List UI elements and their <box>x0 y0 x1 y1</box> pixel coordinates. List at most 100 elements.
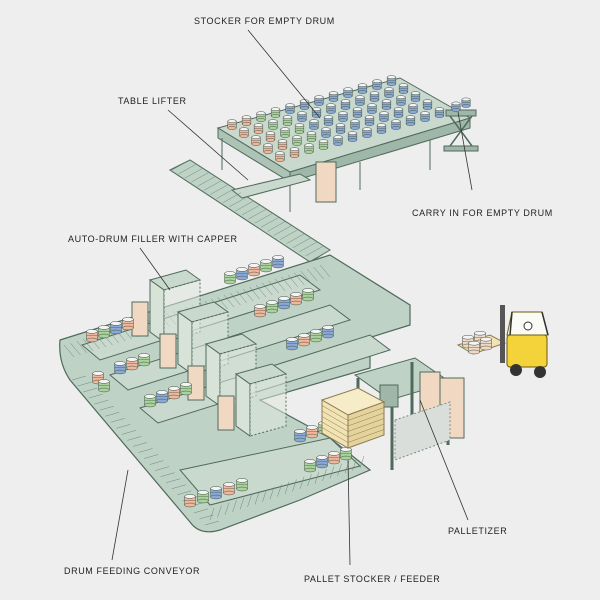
drum <box>480 336 492 351</box>
drum <box>285 103 295 114</box>
roller <box>171 484 186 489</box>
pallet-layer <box>321 427 349 443</box>
drum-bottom <box>306 433 318 439</box>
drum-bottom <box>328 459 340 465</box>
drum-bottom <box>138 361 150 367</box>
drum-top <box>180 382 192 387</box>
drum-top <box>316 455 328 460</box>
drum <box>227 119 237 130</box>
drum-top <box>265 131 276 135</box>
drum <box>270 107 281 118</box>
roller <box>322 468 327 482</box>
drum-bottom <box>350 126 360 130</box>
drum-bottom <box>314 102 324 106</box>
drum <box>304 459 316 473</box>
drum-top <box>408 103 418 107</box>
drum-bottom <box>343 94 353 98</box>
drum <box>451 101 461 112</box>
drum-bottom <box>468 349 480 355</box>
drum <box>316 455 328 469</box>
drum-bottom <box>197 498 209 504</box>
roller <box>210 184 229 195</box>
pallet-layer <box>347 412 385 427</box>
drum-bottom <box>347 138 358 142</box>
roller <box>190 172 210 183</box>
drum <box>278 296 290 310</box>
roller <box>138 448 153 453</box>
drum-top <box>328 91 339 95</box>
drum <box>314 95 324 106</box>
drum-bottom <box>210 494 222 500</box>
roller <box>359 455 365 469</box>
roller <box>248 208 267 220</box>
drum-top <box>302 288 314 293</box>
incline-conveyor-rollers <box>171 159 331 261</box>
drum <box>266 300 278 314</box>
drum <box>364 115 375 126</box>
conveyor-drums <box>86 255 354 508</box>
drum-bottom <box>306 138 317 142</box>
stocker-drum-grid <box>227 75 445 162</box>
drum-top <box>266 300 278 305</box>
drum <box>86 329 98 343</box>
drum-bottom <box>299 106 310 110</box>
drum-bottom <box>251 142 261 146</box>
drum <box>286 337 298 351</box>
drum-top <box>270 107 281 111</box>
drum <box>322 325 334 339</box>
drum-bottom <box>236 486 248 492</box>
drum-bottom <box>114 369 126 375</box>
drum-top <box>241 115 252 119</box>
drum-top <box>364 115 375 119</box>
forklift-mast <box>500 305 505 363</box>
drum <box>280 127 290 138</box>
drum-top <box>391 119 401 123</box>
drum-top <box>292 135 302 139</box>
roller <box>313 266 324 280</box>
drum-top <box>306 425 318 430</box>
drum <box>309 119 319 130</box>
drum-bottom <box>227 126 237 130</box>
drum-top <box>268 119 278 123</box>
leader-line-palletizer <box>419 399 469 521</box>
pallet-layer <box>321 410 349 427</box>
roller <box>287 274 299 288</box>
roller <box>314 471 320 484</box>
drum <box>224 271 236 285</box>
roller <box>105 412 120 417</box>
filler-control-cabinet <box>217 395 235 431</box>
drum-top <box>110 321 122 326</box>
leader-line-stocker <box>247 29 321 119</box>
drum-top <box>311 107 322 111</box>
drum-top <box>323 115 334 119</box>
auto-drum-filler-station <box>217 363 288 437</box>
roller <box>247 494 252 508</box>
label-pallet-stocker-feeder: PALLET STOCKER / FEEDER <box>304 574 441 584</box>
drum <box>251 135 261 146</box>
drum <box>318 139 329 150</box>
forklift-wheel <box>510 364 522 376</box>
roller <box>275 278 286 292</box>
drum <box>263 143 273 154</box>
drum-bottom <box>326 110 336 114</box>
forklift-driver-head <box>523 321 533 331</box>
roller <box>273 225 292 236</box>
drum-top <box>451 101 461 106</box>
drum-top <box>98 379 110 384</box>
drum-bottom <box>275 158 285 162</box>
leader-line-pallet-stocker <box>347 459 351 566</box>
drum <box>362 127 372 138</box>
drum <box>340 447 352 461</box>
incline-conveyor <box>168 159 331 263</box>
drum-top <box>461 97 471 102</box>
drum <box>239 127 249 138</box>
drum <box>461 97 471 108</box>
pallet-layer <box>321 416 349 432</box>
drum-bottom <box>272 263 284 269</box>
roller <box>267 221 286 232</box>
drum-top <box>227 119 237 123</box>
drum-top <box>384 87 394 91</box>
pallet-layer <box>347 429 385 443</box>
drum-top <box>251 135 261 139</box>
